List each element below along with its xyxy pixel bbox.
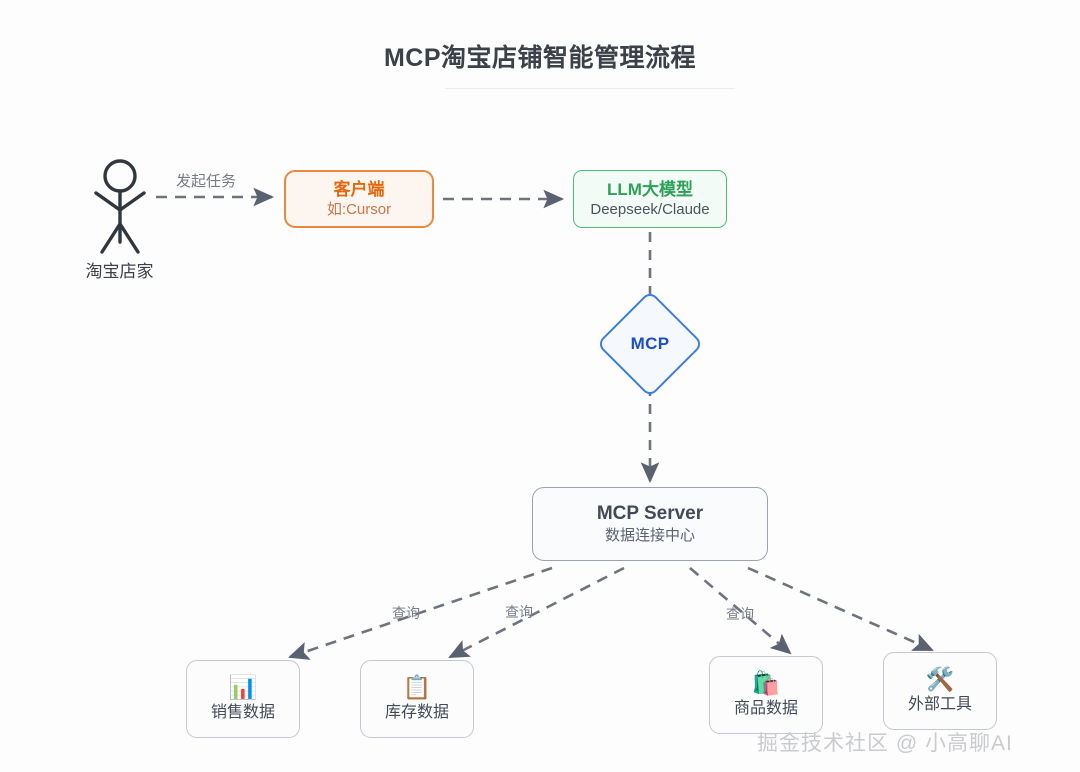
- node-external-tools[interactable]: 🛠️ 外部工具: [883, 652, 997, 730]
- shopping-bags-icon: 🛍️: [751, 670, 781, 696]
- tools-icon: 🛠️: [925, 666, 955, 692]
- node-client-title: 客户端: [333, 179, 385, 199]
- node-client-subtitle: 如:Cursor: [326, 200, 392, 218]
- node-mcp-server[interactable]: MCP Server 数据连接中心: [532, 487, 768, 561]
- node-external-tools-label: 外部工具: [907, 696, 972, 713]
- edge-server-to-inventory: [448, 566, 625, 659]
- node-llm[interactable]: LLM大模型 Deepseek/Claude: [573, 170, 727, 228]
- title-divider: [445, 88, 735, 89]
- node-llm-subtitle: Deepseek/Claude: [590, 200, 710, 218]
- edge-server-to-products: [689, 567, 792, 655]
- actor-label: 淘宝店家: [85, 262, 154, 281]
- node-client[interactable]: 客户端 如:Cursor: [284, 170, 434, 228]
- node-inventory-data[interactable]: 📋 库存数据: [360, 660, 474, 738]
- node-product-data-label: 商品数据: [733, 700, 798, 717]
- watermark: 掘金技术社区 @ 小高聊AI: [757, 732, 1013, 755]
- clipboard-icon: 📋: [402, 674, 432, 700]
- page-title: MCP淘宝店铺智能管理流程: [383, 44, 697, 72]
- edge-server-to-tools: [747, 566, 934, 652]
- node-mcp-label: MCP: [630, 334, 670, 353]
- edge-server-to-sales: [288, 566, 553, 660]
- edge-label-query-2: 查询: [505, 604, 533, 620]
- node-server-subtitle: 数据连接中心: [604, 527, 695, 544]
- edge-label-initiate-task: 发起任务: [176, 173, 237, 190]
- bar-chart-icon: 📊: [228, 674, 258, 700]
- node-inventory-data-label: 库存数据: [384, 704, 449, 721]
- node-product-data[interactable]: 🛍️ 商品数据: [709, 656, 823, 734]
- stick-figure-icon: [94, 159, 146, 254]
- edge-label-query-1: 查询: [392, 605, 420, 621]
- edge-label-query-3: 查询: [726, 606, 754, 622]
- node-sales-data-label: 销售数据: [210, 704, 275, 721]
- node-llm-title: LLM大模型: [607, 179, 693, 199]
- node-sales-data[interactable]: 📊 销售数据: [186, 660, 300, 738]
- node-server-title: MCP Server: [596, 503, 704, 524]
- node-mcp-diamond[interactable]: MCP: [596, 290, 704, 398]
